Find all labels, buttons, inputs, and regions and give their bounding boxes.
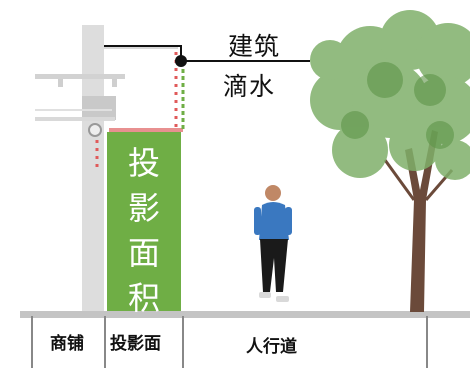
slab-bracket-right	[112, 79, 117, 87]
ground-strip	[20, 311, 470, 318]
building-structure	[35, 25, 183, 315]
projection-area-block	[107, 132, 181, 313]
projection-label-char-3: 面	[127, 234, 160, 272]
projection-label-char-4: 积	[127, 279, 160, 317]
drip-lines	[95, 52, 185, 168]
shop-awning	[35, 117, 115, 121]
tree	[310, 10, 470, 312]
tree-foliage-shade	[341, 62, 454, 149]
sidewalk-label: 人行道	[246, 337, 297, 357]
building-floor-slab	[35, 74, 125, 79]
building-column	[82, 25, 104, 315]
pedestrian-shoe-left	[259, 292, 271, 298]
projection-ground-label: 投影面	[110, 334, 161, 354]
pedestrian-arm-left	[254, 207, 261, 235]
ground	[20, 311, 470, 368]
shop-label: 商铺	[50, 334, 84, 354]
tree-branch-left	[383, 159, 416, 201]
building-beam	[82, 96, 116, 120]
slab-bracket-left	[58, 79, 63, 87]
drip-label-line2: 滴水	[223, 72, 276, 101]
projection-label-char-2: 影	[127, 189, 160, 227]
pedestrian-shirt	[259, 202, 289, 240]
drip-leader	[104, 45, 310, 67]
pedestrian-arm-right	[285, 207, 292, 235]
pedestrian-head	[265, 185, 281, 201]
drain-pipe-joint	[88, 123, 102, 137]
pedestrian-shoe-right	[276, 296, 289, 302]
drip-point-marker	[175, 55, 187, 67]
pedestrian-trousers	[260, 239, 288, 292]
drip-label-line1: 建筑	[228, 32, 281, 61]
projection-label-char-1: 投	[127, 144, 160, 182]
building-roof-edge	[104, 46, 178, 49]
pedestrian-figure	[254, 185, 292, 302]
canopy-edge-pink	[109, 128, 183, 132]
tree-trunk	[405, 130, 438, 312]
